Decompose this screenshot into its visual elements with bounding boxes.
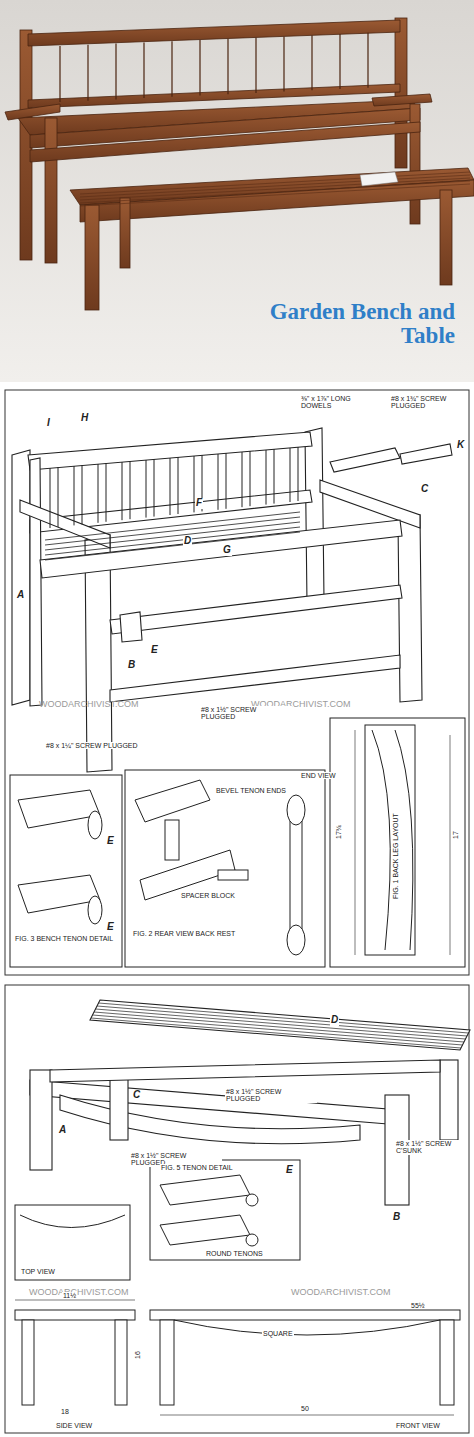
stroke xyxy=(250,451,251,506)
stroke xyxy=(99,1003,469,1033)
callout-letter: D xyxy=(183,536,192,547)
annotation: 17¾ xyxy=(335,824,342,840)
stroke xyxy=(94,1012,464,1042)
annotation: FIG. 2 REAR VIEW BACK REST xyxy=(132,930,244,937)
callout-letter: 50 xyxy=(300,1405,310,1412)
stroke xyxy=(106,463,107,522)
annotation: BEVEL TENON ENDS xyxy=(215,787,307,794)
callout-letter: 18 xyxy=(60,1408,70,1415)
stroke xyxy=(80,184,470,206)
annotation: SQUARE xyxy=(262,1330,294,1337)
stroke xyxy=(96,1009,466,1039)
callout-letter: 16 xyxy=(134,1350,141,1360)
stroke xyxy=(226,453,227,509)
stroke xyxy=(74,466,75,525)
stroke xyxy=(199,40,200,96)
stroke xyxy=(93,1015,463,1045)
stroke xyxy=(242,452,243,507)
stroke xyxy=(98,464,99,523)
stroke xyxy=(227,39,228,94)
stroke xyxy=(82,465,83,524)
watermark: WOODARCHIVIST.COM xyxy=(38,700,140,709)
stroke xyxy=(130,461,131,519)
annotation: FIG. 3 BENCH TENON DETAIL xyxy=(14,935,116,942)
stroke xyxy=(274,449,275,504)
stroke xyxy=(122,462,123,520)
annotation: ROUND TENONS xyxy=(205,1250,297,1257)
annotation: FRONT VIEW xyxy=(395,1422,441,1429)
stroke xyxy=(59,46,60,102)
stroke xyxy=(80,178,470,200)
callout-letter: H xyxy=(80,413,89,424)
callout-letter: F xyxy=(195,498,203,509)
annotation: #8 x 1½" SCREW C'SUNK xyxy=(395,1140,467,1155)
stroke xyxy=(154,459,155,517)
stroke xyxy=(58,467,59,527)
stroke xyxy=(143,42,144,98)
callout-letter: G xyxy=(222,545,232,556)
title: Garden Bench and Table xyxy=(255,300,455,348)
stroke xyxy=(367,33,368,88)
stroke xyxy=(170,458,171,515)
stroke xyxy=(80,181,470,203)
callout-letter: A xyxy=(58,1125,67,1136)
annotation: ⅜" x 1⅞" LONG DOWELS xyxy=(300,395,382,410)
callout-letter: A xyxy=(16,590,25,601)
annotation: SPACER BLOCK xyxy=(180,892,262,899)
stroke xyxy=(339,34,340,89)
annotation: #8 x 1½" SCREW PLUGGED xyxy=(200,706,292,721)
callout-letter: E xyxy=(150,645,159,656)
annotation: #8 x 1¾" SCREW PLUGGED xyxy=(390,395,467,410)
annotation: FIG. 1 BACK LEG LAYOUT xyxy=(392,812,399,900)
annotation: END VIEW xyxy=(300,772,337,779)
stroke xyxy=(80,175,470,197)
annotation: TOP VIEW xyxy=(20,1268,56,1275)
annotation: FIG. 5 TENON DETAIL xyxy=(160,1164,282,1171)
watermark: WOODARCHIVIST.COM xyxy=(28,1288,130,1297)
stroke xyxy=(87,45,88,101)
callout-letter: E xyxy=(285,1165,294,1176)
annotation: #8 x 1¼" SCREW PLUGGED xyxy=(45,742,142,749)
callout-letter: E xyxy=(106,836,115,847)
stroke xyxy=(266,450,267,505)
stroke xyxy=(255,38,256,93)
stroke xyxy=(91,1018,461,1048)
callout-letter: E xyxy=(106,922,115,933)
stroke xyxy=(283,36,284,91)
annotation: 55½ xyxy=(410,1302,426,1309)
stroke xyxy=(50,468,51,528)
callout-letter: I xyxy=(46,418,51,429)
stroke xyxy=(311,35,312,90)
callout-letter: C xyxy=(132,1090,141,1101)
annotation: #8 x 1½" SCREW PLUGGED xyxy=(225,1088,317,1103)
watermark: WOODARCHIVIST.COM xyxy=(290,1288,392,1297)
stroke xyxy=(146,460,147,518)
stroke xyxy=(45,527,300,555)
stroke xyxy=(45,532,300,560)
stroke xyxy=(171,41,172,97)
stroke xyxy=(115,44,116,100)
stroke xyxy=(80,172,470,194)
callout-letter: B xyxy=(392,1212,401,1223)
callout-letter: K xyxy=(456,440,465,451)
stroke xyxy=(218,454,219,510)
callout-letter: B xyxy=(127,660,136,671)
callout-letter: C xyxy=(420,484,429,495)
callout-letter: 17 xyxy=(452,830,459,840)
stroke xyxy=(298,447,299,501)
stroke xyxy=(97,1006,467,1036)
stroke xyxy=(290,448,291,502)
stroke xyxy=(178,457,179,514)
annotation: 11½ xyxy=(62,1292,77,1299)
annotation: SIDE VIEW xyxy=(55,1422,93,1429)
callout-letter: D xyxy=(330,1015,339,1026)
